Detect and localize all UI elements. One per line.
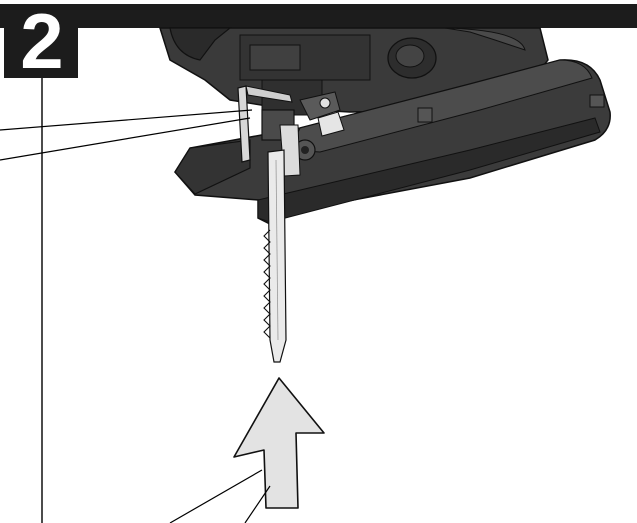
jigsaw-handle-edge — [444, 27, 526, 51]
jigsaw-blade — [263, 149, 287, 363]
jigsaw-icon — [158, 27, 611, 225]
leader-line-arrow-b — [244, 485, 271, 523]
step-number-badge: 2 — [4, 2, 78, 80]
jigsaw-housing-detail — [169, 27, 232, 61]
leader-line-clamp-b — [0, 117, 251, 161]
arrow-up-icon — [233, 377, 325, 509]
blade-clamp-lever — [237, 85, 251, 163]
leader-line-arrow-a — [169, 469, 263, 523]
leader-line-clamp-a — [0, 109, 253, 131]
header-band — [0, 4, 637, 28]
